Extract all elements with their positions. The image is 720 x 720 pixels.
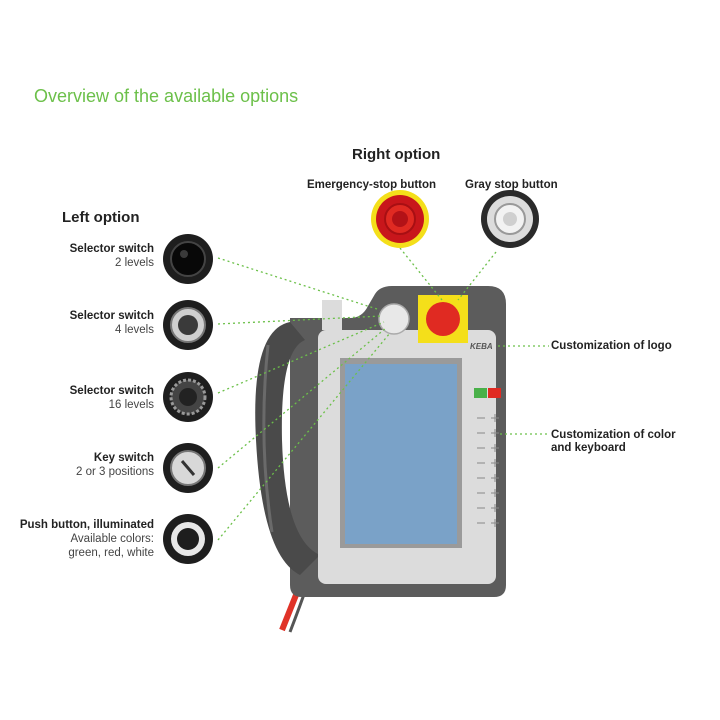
option-selector-4: Selector switch 4 levels (70, 309, 154, 337)
selector-switch-2-icon (163, 234, 213, 284)
left-option-socket (378, 303, 410, 335)
option-desc: 4 levels (115, 324, 154, 336)
stop-key (488, 388, 501, 398)
option-name: Selector switch (69, 385, 154, 397)
page-title: Overview of the available options (34, 86, 299, 106)
estop-button-icon (371, 190, 429, 248)
option-desc: 16 levels (108, 399, 154, 411)
option-desc: 2 levels (115, 257, 154, 269)
option-name: Key switch (93, 452, 154, 464)
option-name: Selector switch (69, 243, 154, 255)
selector-switch-16-icon (163, 372, 213, 422)
gray-stop-button-icon (481, 190, 539, 248)
option-name: Selector switch (69, 310, 154, 322)
handle (255, 322, 320, 575)
selector-switch-4-icon (163, 300, 213, 350)
push-button-illuminated-icon (163, 514, 213, 564)
option-desc: Available colors: (70, 533, 154, 545)
option-key-switch: Key switch 2 or 3 positions (76, 451, 154, 479)
estop-label: Emergency-stop button (307, 179, 437, 191)
device-estop-icon (426, 302, 460, 336)
brand-logo: KEBA (470, 342, 493, 351)
option-desc-2: green, red, white (68, 547, 154, 559)
option-selector-16: Selector switch 16 levels (70, 384, 154, 412)
custom-color-line2: and keyboard (551, 442, 626, 454)
custom-color-line1: Customization of color (551, 429, 676, 441)
handle-highlight (262, 344, 274, 533)
key-switch-icon (163, 443, 213, 493)
keypad (477, 414, 499, 527)
option-name: Push button, illuminated (19, 519, 154, 531)
custom-color-label: Customization of color and keyboard (551, 429, 676, 455)
connector-lines (217, 247, 549, 541)
option-desc: 2 or 3 positions (76, 466, 154, 478)
bezel-top (322, 300, 342, 330)
start-key (474, 388, 487, 398)
custom-logo-label: Customization of logo (551, 340, 672, 352)
right-option-heading: Right option (352, 146, 441, 163)
option-selector-2: Selector switch 2 levels (70, 242, 154, 270)
gray-stop-label: Gray stop button (465, 179, 558, 191)
left-option-heading: Left option (62, 209, 140, 226)
screen (345, 364, 457, 544)
option-push-button: Push button, illuminated Available color… (20, 518, 154, 560)
